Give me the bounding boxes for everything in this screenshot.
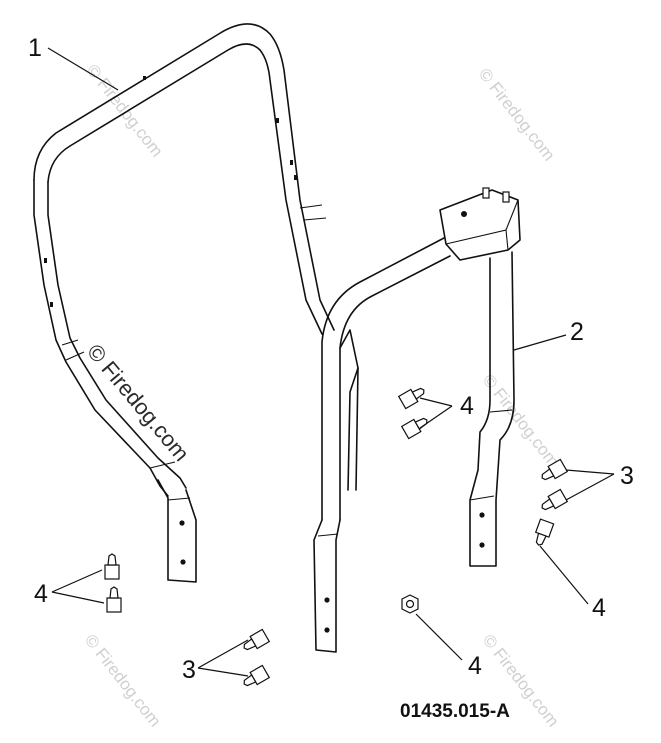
slot	[276, 118, 279, 123]
bolt-icon	[106, 586, 122, 613]
bolt-icon	[534, 518, 555, 546]
callout-4-left: 4	[34, 580, 48, 608]
callouts: 1 2 4 3 4 4 4 3	[28, 34, 634, 684]
bracket-bolt	[502, 191, 510, 203]
bolt-icon	[243, 664, 271, 687]
mount-hole	[179, 520, 185, 526]
bolt-icon	[541, 458, 569, 481]
callout-3-bottom: 3	[182, 656, 196, 684]
bolt-icon	[397, 387, 425, 410]
watermark-bottom-left: © Firedog.com	[81, 631, 165, 731]
bolt-icon	[541, 488, 569, 511]
callout-4-center: 4	[460, 392, 474, 420]
part-number: 01435.015-A	[400, 701, 510, 722]
callout-1: 1	[28, 34, 42, 62]
callout-4-bottom: 4	[468, 652, 482, 680]
slot	[143, 76, 146, 80]
leader-lines	[47, 47, 615, 677]
mount-hole	[324, 597, 330, 603]
slot	[294, 175, 297, 180]
lower-roll-bar	[313, 187, 521, 653]
slot	[50, 302, 53, 307]
bolt-icon	[400, 417, 428, 440]
bolt-icon	[243, 628, 271, 651]
callout-2: 2	[570, 318, 584, 346]
slot	[290, 160, 293, 165]
bracket-hole	[461, 211, 467, 217]
callout-4-right: 4	[592, 594, 606, 622]
watermark-top-left: © Firedog.com	[83, 61, 167, 161]
upper-roll-bar	[33, 23, 335, 583]
watermark-mid-right: © Firedog.com	[479, 371, 563, 471]
mount-hole	[324, 627, 330, 633]
bolt-icon	[104, 553, 120, 580]
fasteners	[104, 387, 569, 687]
watermark-center: © Firedog.com	[82, 339, 194, 466]
callout-3-right: 3	[620, 462, 634, 490]
mount-hole	[479, 542, 485, 548]
nut-icon	[401, 594, 419, 614]
bracket-bolt	[482, 187, 490, 199]
mount-hole	[479, 512, 485, 518]
watermark-top-right: © Firedog.com	[475, 65, 559, 165]
mount-hole	[180, 559, 186, 565]
slot	[44, 258, 47, 263]
